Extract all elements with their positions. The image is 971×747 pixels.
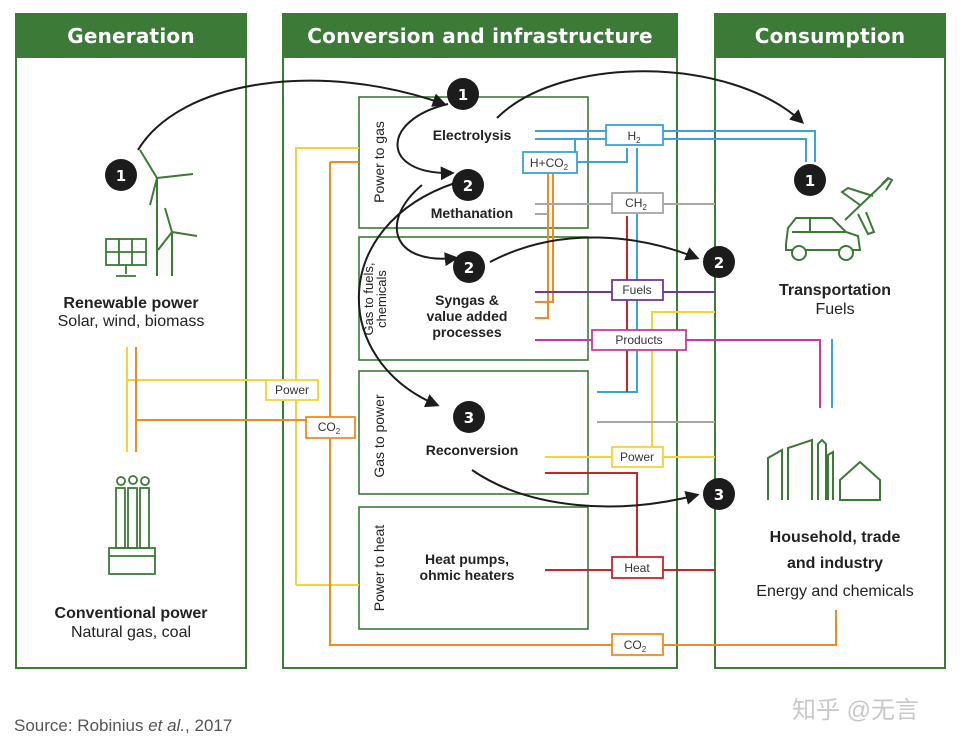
flow-arrows [137, 70, 805, 508]
household-sub: Energy and chemicals [756, 583, 914, 600]
marker-1-conversion: 1 [447, 78, 479, 110]
process-reconversion: Reconversion [425, 442, 519, 458]
transportation-sub: Fuels [815, 301, 855, 318]
marker-2-syngas: 2 [453, 251, 485, 283]
label-gas-to-power: Gas to power [371, 394, 387, 478]
process-heat-pumps-2: ohmic heaters [419, 567, 515, 583]
svg-text:3: 3 [464, 409, 474, 427]
step-markers: 1 1 2 2 3 1 2 3 [105, 78, 826, 510]
arrow-3-methanation-to-reconversion [358, 182, 456, 408]
tag-fuels-box [611, 279, 664, 301]
arrow-3-reconversion-to-household [471, 469, 700, 508]
header-consumption: Consumption [754, 24, 906, 48]
flow-tags [265, 124, 687, 656]
arrow-2-methanation-to-syngas [395, 184, 459, 267]
tag-heat-label: Heat [624, 561, 650, 575]
process-heat-pumps-1: Heat pumps, [424, 551, 509, 567]
car-icon [785, 217, 862, 261]
svg-text:1: 1 [116, 167, 126, 185]
transportation-title: Transportation [778, 282, 891, 299]
tag-power-mid-box [611, 446, 664, 468]
conventional-power-sub: Natural gas, coal [70, 624, 192, 641]
arrow-1-electrolysis-to-transport [496, 70, 805, 124]
conventional-power-title: Conventional power [54, 605, 208, 622]
arrow-2-syngas-to-transport [489, 236, 700, 263]
tag-hco2-box [522, 151, 578, 174]
source-citation: Source: Robinius et al., 2017 [14, 716, 232, 736]
tag-products-label: Products [615, 333, 662, 347]
airplane-icon [840, 176, 894, 236]
renewable-power-title: Renewable power [63, 295, 199, 312]
renewable-power-sub: Solar, wind, biomass [57, 313, 205, 330]
svg-text:1: 1 [458, 86, 468, 104]
source-prefix: Source: Robinius [14, 716, 149, 735]
flow-tag-labels: H2 H+CO2 CH2 Fuels Products Power CO2 Po… [275, 129, 663, 654]
tag-power-left-box [265, 379, 319, 401]
svg-text:2: 2 [463, 177, 473, 195]
svg-text:2: 2 [714, 254, 724, 272]
solar-panel-icon [105, 238, 147, 277]
svg-text:3: 3 [714, 486, 724, 504]
process-syngas-1: Syngas & [435, 292, 499, 308]
tag-power-left-label: Power [275, 383, 309, 397]
marker-3-reconversion: 3 [453, 401, 485, 433]
tag-ch2-label: CH2 [625, 196, 647, 212]
household-title-1: Household, trade [769, 529, 901, 546]
arrow-1-renewable-to-electrolysis [137, 79, 447, 151]
tag-fuels-label: Fuels [622, 283, 651, 297]
household-title-2: and industry [786, 555, 883, 572]
marker-1-consumption: 1 [794, 164, 826, 196]
industry-house-icon [767, 438, 881, 501]
label-gas-to-fuels: Gas to fuels, chemicals [361, 262, 389, 336]
marker-2-consumption: 2 [703, 246, 735, 278]
marker-2-methanation: 2 [452, 169, 484, 201]
tag-ch2-box [611, 192, 664, 214]
tag-power-mid-label: Power [620, 450, 654, 464]
label-power-to-heat: Power to heat [371, 524, 387, 612]
watermark: 知乎 @无言 [792, 697, 920, 724]
tag-co2-left-box [305, 416, 356, 439]
svg-text:2: 2 [464, 259, 474, 277]
tag-heat-box [611, 556, 664, 579]
header-conversion: Conversion and infrastructure [307, 24, 653, 48]
process-syngas-2: value added [426, 308, 508, 324]
process-electrolysis: Electrolysis [432, 127, 512, 143]
source-suffix: , 2017 [185, 716, 233, 735]
tag-products-box [591, 329, 687, 351]
process-syngas-3: processes [432, 324, 502, 340]
label-power-to-gas: Power to gas [371, 121, 387, 203]
header-generation: Generation [67, 24, 195, 48]
tag-h2-box [605, 124, 664, 146]
source-italic: et al. [148, 716, 186, 735]
tag-co2-left-label: CO2 [318, 420, 341, 436]
marker-3-consumption: 3 [703, 478, 735, 510]
wind-turbine-icon [139, 149, 198, 276]
column-header-bars [16, 14, 945, 58]
box-gas-to-power [358, 370, 589, 495]
svg-text:1: 1 [805, 172, 815, 190]
tag-h2-label: H2 [627, 129, 641, 145]
generation-column [15, 13, 247, 669]
box-power-to-heat [358, 506, 589, 630]
factory-icon [108, 475, 156, 575]
tag-hco2-label: H+CO2 [530, 156, 569, 172]
marker-1-generation: 1 [105, 159, 137, 191]
process-methanation: Methanation [430, 205, 514, 221]
tag-co2-bottom-box [611, 633, 664, 656]
tag-co2-bottom-label: CO2 [624, 638, 647, 654]
arrow-1-loop-to-methanation [396, 103, 455, 181]
